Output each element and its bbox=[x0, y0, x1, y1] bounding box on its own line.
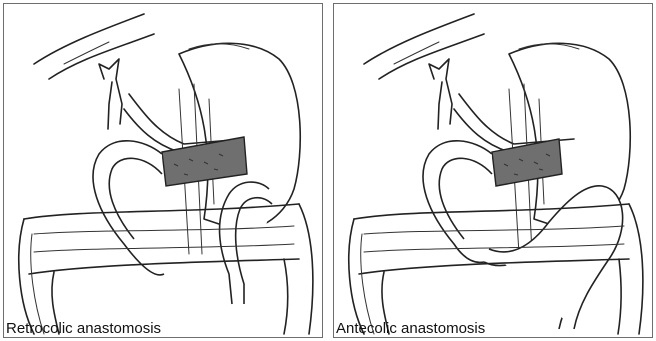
liver-edge bbox=[34, 14, 144, 64]
portal-vein bbox=[129, 94, 244, 144]
panel-antecolic: Antecolic anastomosis bbox=[333, 3, 653, 338]
caption-retrocolic: Retrocolic anastomosis bbox=[6, 320, 161, 337]
pancreas-remnant bbox=[162, 137, 247, 186]
caption-antecolic: Antecolic anastomosis bbox=[336, 320, 485, 337]
retrocolic-illustration bbox=[4, 4, 323, 338]
portal-vein bbox=[459, 94, 574, 144]
antecolic-illustration bbox=[334, 4, 653, 338]
pancreas-remnant bbox=[492, 139, 562, 186]
panel-retrocolic: Retrocolic anastomosis bbox=[3, 3, 323, 338]
